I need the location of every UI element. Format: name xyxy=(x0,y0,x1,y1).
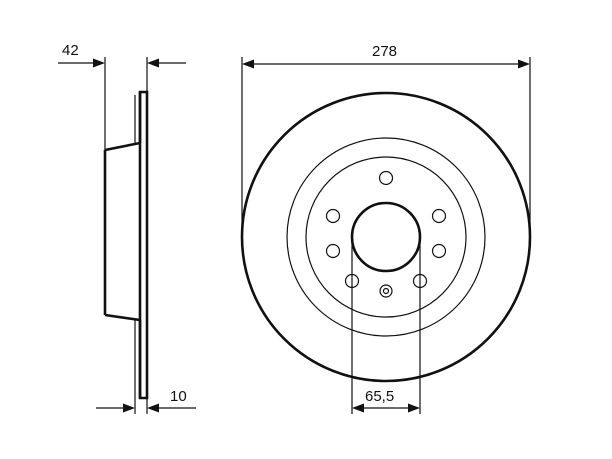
dimension-42: 42 xyxy=(58,42,186,150)
bolt-hole xyxy=(325,243,341,259)
friction-ring-inner-edge xyxy=(286,137,486,337)
dimension-278-label: 278 xyxy=(372,43,397,60)
bolt-holes xyxy=(325,170,447,289)
side-profile-view xyxy=(103,90,149,400)
center-bore xyxy=(350,201,422,273)
dimension-10-label: 10 xyxy=(170,388,187,405)
locating-hole xyxy=(379,284,393,298)
bolt-hole xyxy=(325,208,341,224)
front-view xyxy=(240,91,532,383)
dimension-278: 278 xyxy=(241,43,531,237)
dimension-65-5-label: 65,5 xyxy=(365,388,394,405)
hat-outer-edge xyxy=(305,156,467,318)
dimension-42-label: 42 xyxy=(62,42,79,59)
outer-disc-edge xyxy=(240,91,532,383)
dimension-65-5: 65,5 xyxy=(351,237,421,414)
bolt-hole xyxy=(431,208,447,224)
dimension-10: 10 xyxy=(96,378,196,414)
bolt-hole xyxy=(378,170,394,186)
bolt-hole xyxy=(431,243,447,259)
